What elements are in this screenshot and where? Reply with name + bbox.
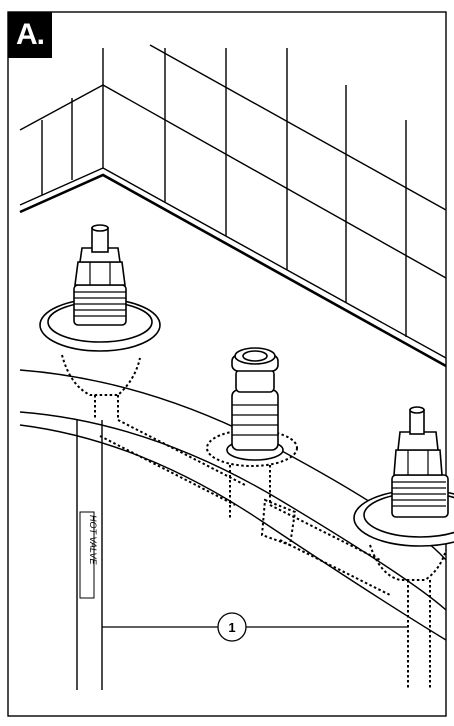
hot-valve bbox=[39, 224, 161, 352]
hot-valve-tag: HOT VALVE bbox=[79, 511, 98, 599]
hot-valve-label: HOT VALVE bbox=[88, 515, 98, 566]
callout-1 bbox=[102, 612, 408, 642]
diagram-border bbox=[7, 11, 447, 717]
hidden-plumbing bbox=[61, 354, 447, 690]
spout-shank bbox=[226, 347, 284, 461]
cold-valve bbox=[353, 406, 454, 547]
callout-number: 1 bbox=[228, 620, 235, 635]
tile-wall bbox=[19, 44, 447, 368]
step-label: A. bbox=[8, 12, 52, 58]
